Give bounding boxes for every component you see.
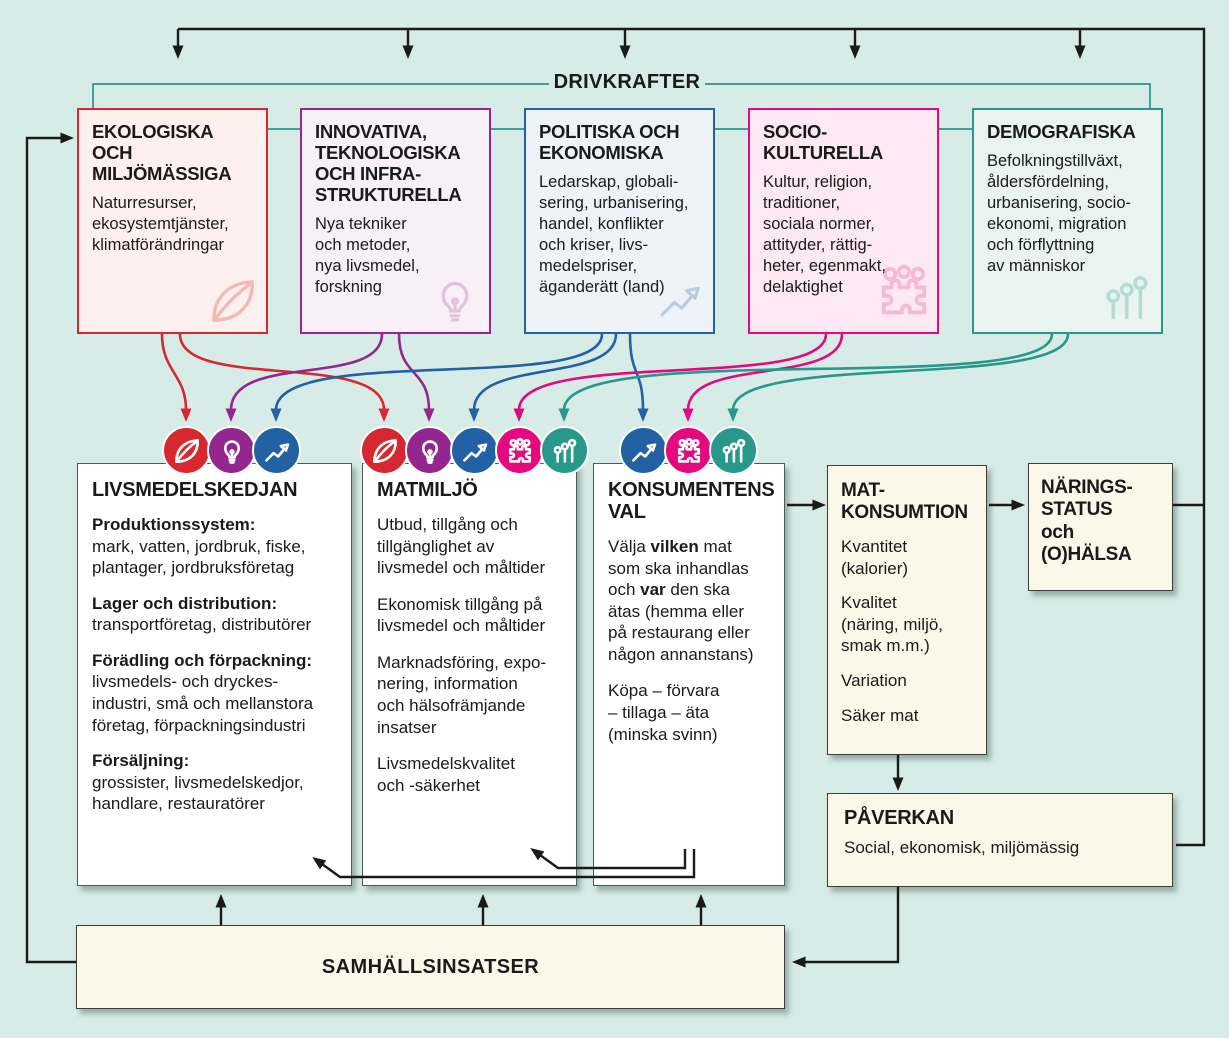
matmiljo-title: MATMILJÖ [377, 479, 478, 501]
matkonsumtion-item: Säker mat [841, 705, 919, 725]
curve-innovativa-1 [225, 333, 384, 422]
driver-box-innovativa: INNOVATIVA, TEKNOLOGISKA OCH INFRA- STRU… [300, 108, 491, 334]
section-foradling-och-forpackning: Förädling och förpackning: livsmedels- o… [92, 650, 314, 735]
leaf-icon [370, 436, 400, 466]
driver-box-politiska: POLITISKA OCH EKONOMISKA Ledarskap, glob… [524, 108, 715, 334]
curve-politiska-3 [628, 333, 649, 422]
lightbulb-icon [415, 436, 445, 466]
drivkrafter-label: DRIVKRAFTER [553, 71, 701, 93]
samhallsinsatser-box: SAMHÄLLSINSATSER [76, 925, 785, 1009]
chip-pins-matmiljo [540, 426, 589, 475]
konsumentensval-paragraph-1: Välja vilken mat som ska inhandlas och v… [608, 537, 754, 664]
driver-body-innovativa: Nya tekniker och metoder, nya livsmedel,… [315, 215, 420, 297]
section-lager-och-distribution: Lager och distribution: transportföretag… [92, 593, 312, 635]
trend-arrow-icon [629, 436, 659, 466]
leaf-icon [206, 274, 260, 328]
matmiljo-box: MATMILJÖ Utbud, tillgång och tillgänglig… [362, 463, 577, 886]
lightbulb-icon [217, 436, 247, 466]
driver-box-sociokulturella: SOCIO- KULTURELLA Kultur, religion, trad… [748, 108, 939, 334]
matkonsumtion-item: Variation [841, 670, 907, 690]
chip-people-matmiljo [495, 426, 544, 475]
chip-people-konsumentensval [664, 426, 713, 475]
paverkan-to-samhallsinsatser-line [792, 887, 900, 968]
curve-sociokulturella-1 [513, 333, 828, 422]
matkonsumtion-box: MAT- KONSUMTION Kvantitet (kalorier) Kva… [827, 465, 987, 755]
chip-leaf-matmiljo [360, 426, 409, 475]
chip-leaf-livsmedelskedjan [162, 426, 211, 475]
driver-body-ekologiska: Naturresurser, ekosystemtjänster, klimat… [92, 194, 229, 255]
paverkan-body: Social, ekonomisk, miljömässig [844, 838, 1080, 857]
matmiljo-paragraph: Livsmedelskvalitet och -säkerhet [377, 754, 515, 795]
curve-ekologiska-1 [160, 333, 192, 422]
curve-ekologiska-2 [178, 333, 390, 422]
section-forsaljning: Försäljning: grossister, livsmedelskedjo… [92, 751, 304, 814]
driver-body-politiska: Ledarskap, globali- sering, urbanisering… [539, 173, 689, 296]
livsmedelskedjan-title: LIVSMEDELSKEDJAN [92, 479, 298, 501]
trend-arrow-icon [460, 436, 490, 466]
driver-title-innovativa: INNOVATIVA, TEKNOLOGISKA OCH INFRA- STRU… [315, 121, 462, 206]
driver-title-politiska: POLITISKA OCH EKONOMISKA [539, 121, 680, 164]
matkonsumtion-item: Kvantitet (kalorier) [841, 537, 909, 578]
curve-demografiska-1 [558, 333, 1054, 422]
driver-body-demografiska: Befolkningstillväxt, åldersfördelning, u… [987, 152, 1131, 275]
leaf-icon [172, 436, 202, 466]
driver-title-demografiska: DEMOGRAFISKA [987, 121, 1136, 142]
driver-box-demografiska: DEMOGRAFISKA Befolkningstillväxt, ålders… [972, 108, 1163, 334]
matkonsumtion-title: MAT- KONSUMTION [841, 480, 968, 524]
naringsstatus-box: NÄRINGS- STATUS och (O)HÄLSA [1028, 463, 1173, 591]
curve-innovativa-2 [397, 333, 435, 422]
left-feedback-line [25, 132, 76, 964]
population-pins-icon [550, 436, 580, 466]
driver-box-ekologiska: EKOLOGISKA OCH MILJÖMÄSSIGA Naturresurse… [77, 108, 268, 334]
curve-sociokulturella-2 [682, 333, 844, 422]
chip-lightbulb-matmiljo [405, 426, 454, 475]
driver-inflow-arrows [172, 29, 1086, 59]
driver-title-sociokulturella: SOCIO- KULTURELLA [763, 121, 883, 164]
konsumentensval-box: KONSUMENTENS VAL Välja vilken mat som sk… [593, 463, 785, 886]
people-puzzle-icon [674, 436, 704, 466]
people-puzzle-icon [505, 436, 535, 466]
konsumentensval-title: KONSUMENTENS VAL [608, 479, 775, 523]
curve-politiska-1 [270, 333, 604, 422]
matkonsumtion-item: Kvalitet (näring, miljö, smak m.m.) [841, 593, 944, 656]
driver-body-sociokulturella: Kultur, religion, traditioner, sociala n… [763, 173, 886, 296]
livsmedelskedjan-box: LIVSMEDELSKEDJAN Produktionssystem: mark… [77, 463, 352, 886]
driver-title-ekologiska: EKOLOGISKA OCH MILJÖMÄSSIGA [92, 121, 232, 185]
chip-trend-konsumentensval [619, 426, 668, 475]
matmiljo-paragraph: Ekonomisk tillgång på livsmedel och målt… [377, 594, 546, 636]
section-produktionssystem: Produktionssystem: mark, vatten, jordbru… [92, 515, 306, 578]
trend-arrow-icon [262, 436, 292, 466]
chip-lightbulb-livsmedelskedjan [207, 426, 256, 475]
paverkan-box: PÅVERKAN Social, ekonomisk, miljömässig [827, 793, 1173, 887]
chip-trend-matmiljo [450, 426, 499, 475]
paverkan-title: PÅVERKAN [844, 807, 954, 829]
driver-to-icon-curves [160, 333, 1070, 422]
samhallsinsatser-title: SAMHÄLLSINSATSER [321, 956, 540, 978]
population-pins-icon [1099, 270, 1155, 326]
curve-politiska-2 [468, 333, 618, 422]
konsumentensval-paragraph-2: Köpa – förvara – tillaga – äta (minska s… [608, 681, 720, 744]
matmiljo-paragraph: Utbud, tillgång och tillgänglighet av li… [377, 515, 546, 578]
naringsstatus-title: NÄRINGS- STATUS och (O)HÄLSA [1041, 477, 1133, 566]
curve-demografiska-2 [727, 333, 1070, 422]
chip-trend-livsmedelskedjan [252, 426, 301, 475]
matmiljo-paragraph: Marknadsföring, expo- nering, informatio… [377, 652, 547, 737]
chip-pins-konsumentensval [709, 426, 758, 475]
population-pins-icon [719, 436, 749, 466]
